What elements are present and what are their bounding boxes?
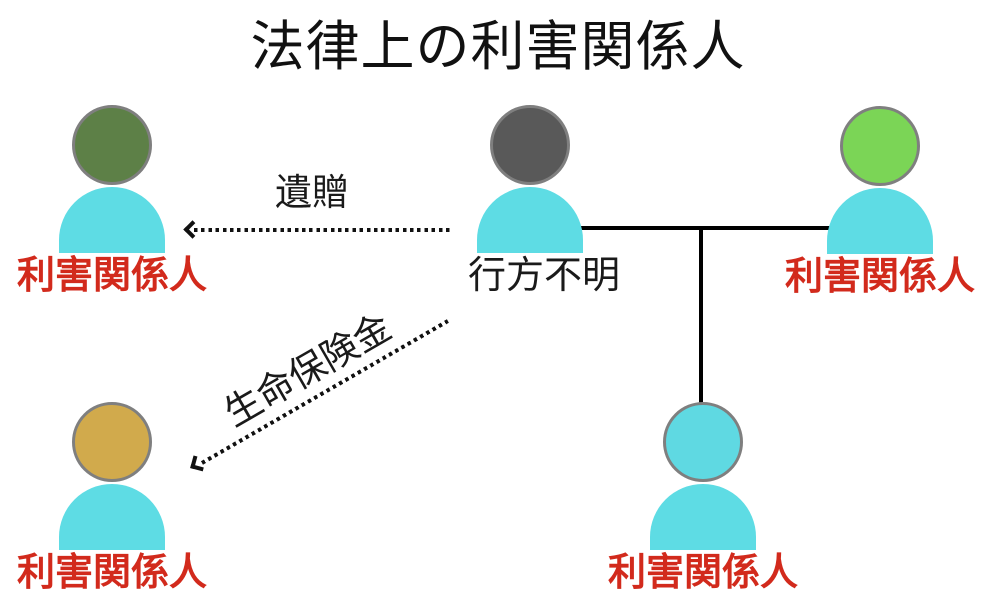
bequest-arrowhead-icon	[183, 220, 202, 239]
person-label: 利害関係人	[16, 255, 208, 297]
person-head-icon	[840, 106, 920, 186]
person-label: 利害関係人	[16, 552, 208, 594]
person-head-icon	[490, 105, 570, 185]
family-line-vertical	[699, 228, 703, 405]
person-body-icon	[59, 187, 165, 253]
life-insurance-arrowhead-icon	[190, 455, 207, 472]
life-insurance-arrow: 生命保険金	[190, 306, 449, 472]
person-bottom-left: 利害関係人	[17, 402, 207, 594]
person-label: 利害関係人	[784, 256, 976, 298]
person-top-right: 利害関係人	[785, 106, 975, 298]
person-label: 行方不明	[467, 255, 621, 297]
bequest-arrow-line	[194, 228, 452, 232]
person-body-icon	[650, 484, 756, 550]
person-top-left: 利害関係人	[17, 105, 207, 297]
person-label: 利害関係人	[607, 552, 799, 594]
person-body-icon	[827, 188, 933, 254]
person-body-icon	[59, 484, 165, 550]
diagram-title: 法律上の利害関係人	[250, 17, 746, 77]
person-bottom-center: 利害関係人	[608, 402, 798, 594]
bequest-arrow-label: 遺贈	[275, 172, 349, 213]
person-head-icon	[663, 402, 743, 482]
family-line-horizontal	[580, 226, 830, 230]
person-head-icon	[72, 105, 152, 185]
person-missing-center: 行方不明	[468, 105, 620, 297]
person-body-icon	[477, 187, 583, 253]
person-head-icon	[72, 402, 152, 482]
